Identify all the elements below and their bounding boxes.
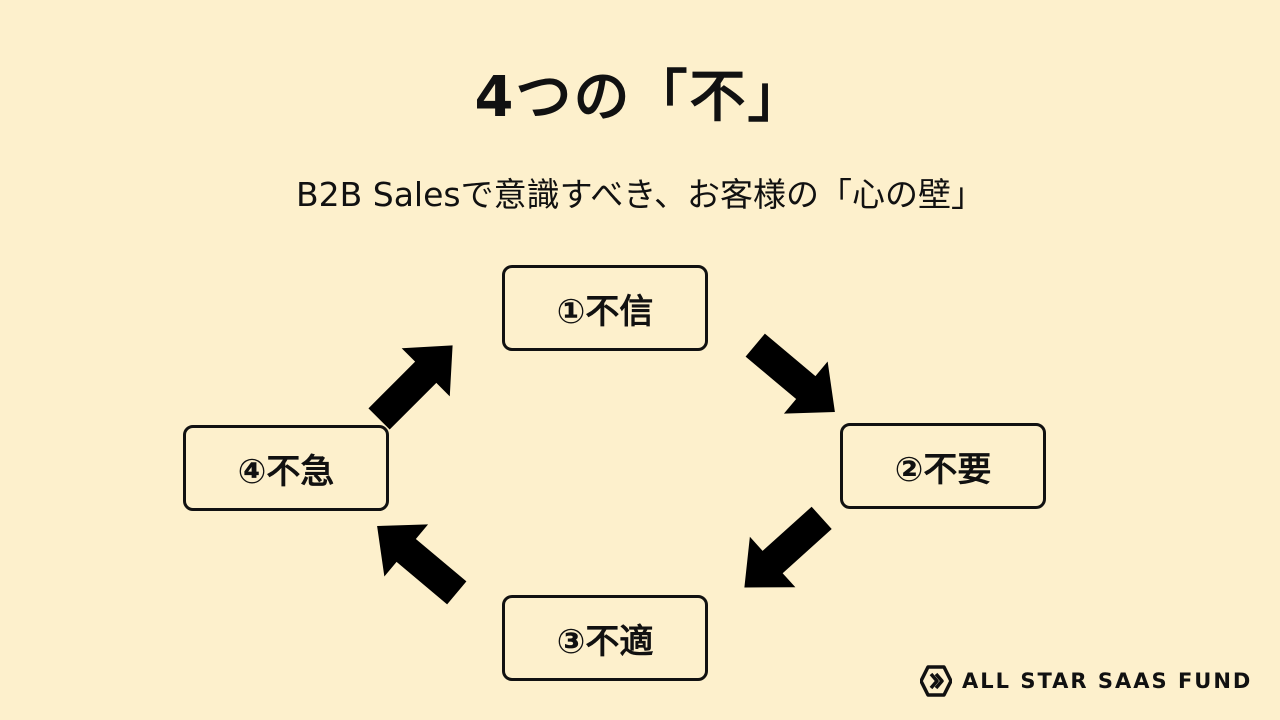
cycle-box-distrust: ①不信 xyxy=(502,265,708,351)
brand-name: ALL STAR SAAS FUND xyxy=(962,669,1253,693)
slide-title: 4つの「不」 xyxy=(474,65,806,130)
arrow-down-right-icon xyxy=(745,333,835,414)
brand-logo: ALL STAR SAAS FUND xyxy=(920,665,1252,697)
cycle-label: ③不適 xyxy=(556,621,654,662)
arrow-up-left-icon xyxy=(377,524,467,605)
arrow-up-right-icon xyxy=(368,345,453,430)
cycle-box-not-urgent: ④不急 xyxy=(183,425,389,511)
brand-mark-icon xyxy=(920,665,952,697)
cycle-label: ①不信 xyxy=(556,291,654,332)
cycle-box-unneeded: ②不要 xyxy=(840,423,1046,509)
slide-subtitle: B2B Salesで意識すべき、お客様の「心の壁」 xyxy=(296,175,984,214)
cycle-label: ②不要 xyxy=(894,449,992,490)
cycle-box-unsuitable: ③不適 xyxy=(502,595,708,681)
arrow-down-left-icon xyxy=(744,506,832,588)
cycle-label: ④不急 xyxy=(237,451,335,492)
